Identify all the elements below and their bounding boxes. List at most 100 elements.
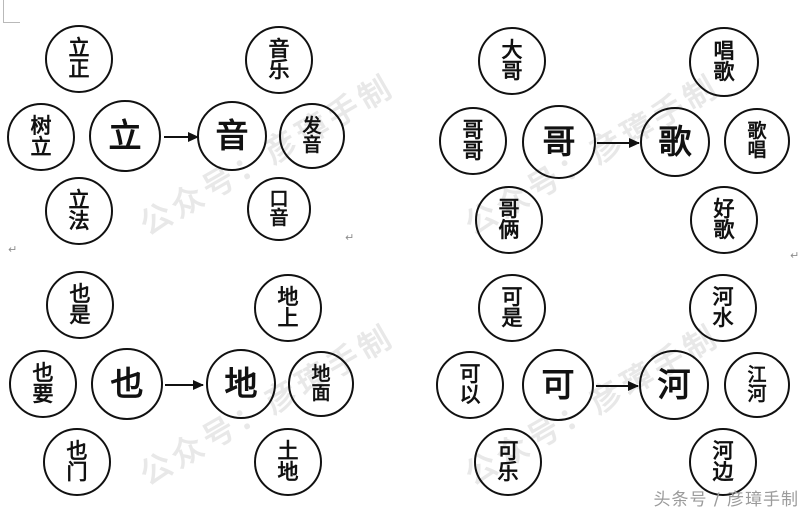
word-circle-label: 河: [658, 368, 691, 402]
word-circle-label: 立: [109, 119, 142, 153]
word-circle-target-satellite-2-0[interactable]: 地上: [254, 274, 322, 342]
word-circle-target-satellite-1-2[interactable]: 好歌: [690, 186, 758, 254]
word-circle-label: 哥哥: [462, 117, 484, 163]
glyph: 是: [501, 306, 523, 330]
glyph: 口: [269, 187, 289, 210]
glyph: 门: [66, 460, 88, 484]
word-circle-label: 唱歌: [713, 40, 735, 84]
word-circle-target-1[interactable]: 歌: [640, 107, 710, 177]
glyph: 河: [657, 365, 691, 405]
word-circle-label: 大哥: [502, 39, 523, 83]
word-circle-label: 也是: [69, 281, 91, 327]
glyph: 面: [311, 382, 331, 404]
word-circle-label: 立法: [68, 189, 90, 233]
glyph: 上: [277, 306, 299, 330]
word-circle-label: 土地: [277, 440, 299, 484]
glyph: 也: [69, 281, 91, 306]
word-circle-target-satellite-3-2[interactable]: 河边: [689, 428, 757, 496]
glyph: 地: [277, 460, 299, 484]
glyph: 歌: [713, 60, 735, 84]
word-circle-target-satellite-2-1[interactable]: 地面: [288, 351, 354, 417]
word-circle-source-satellite-2-2[interactable]: 也门: [43, 428, 111, 496]
word-circle-source-satellite-3-1[interactable]: 可以: [436, 351, 504, 419]
glyph: 是: [69, 303, 91, 327]
word-circle-source-satellite-3-0[interactable]: 可是: [478, 274, 546, 342]
word-circle-label: 可是: [501, 286, 523, 330]
glyph: 也: [110, 364, 144, 404]
word-circle-target-3[interactable]: 河: [639, 350, 709, 420]
word-circle-label: 地上: [277, 284, 299, 330]
word-circle-label: 哥俩: [499, 198, 520, 242]
word-circle-source-2[interactable]: 也: [91, 348, 163, 420]
word-circle-target-satellite-0-1[interactable]: 发音: [279, 103, 345, 169]
word-circle-label: 可: [542, 368, 575, 402]
word-circle-target-0[interactable]: 音: [197, 101, 267, 171]
word-circle-label: 地: [225, 367, 258, 401]
word-circle-source-satellite-0-0[interactable]: 立正: [45, 25, 113, 93]
word-circle-target-satellite-1-1[interactable]: 歌唱: [724, 108, 790, 174]
glyph: 歌: [658, 122, 692, 162]
word-circle-label: 也要: [33, 362, 54, 406]
glyph: 河: [712, 284, 734, 309]
arrow-group-ge-ge: [597, 138, 640, 148]
glyph: 正: [68, 57, 90, 81]
word-circle-label: 立正: [68, 35, 90, 81]
word-circle-source-satellite-1-2[interactable]: 哥俩: [475, 186, 543, 254]
word-circle-source-satellite-1-1[interactable]: 哥哥: [439, 107, 507, 175]
word-circle-label: 地面: [311, 362, 331, 404]
glyph: 可: [541, 365, 575, 405]
word-circle-source-satellite-0-1[interactable]: 树立: [7, 103, 75, 171]
glyph: 立: [30, 135, 52, 159]
word-circle-source-0[interactable]: 立: [89, 100, 161, 172]
word-circle-label: 江河: [747, 365, 766, 405]
paragraph-return-mark: ↵: [8, 243, 18, 256]
glyph: 音: [215, 116, 249, 156]
glyph: 地: [311, 362, 331, 385]
glyph: 可: [497, 438, 519, 463]
word-circle-target-satellite-3-0[interactable]: 河水: [689, 274, 757, 342]
glyph: 立: [68, 35, 90, 60]
word-circle-source-3[interactable]: 可: [522, 349, 594, 421]
word-circle-label: 口音: [269, 187, 289, 229]
glyph: 乐: [497, 460, 519, 484]
word-circle-label: 音乐: [269, 38, 290, 82]
glyph: 水: [712, 306, 734, 330]
word-circle-source-satellite-2-0[interactable]: 也是: [46, 271, 114, 339]
glyph: 以: [459, 383, 481, 407]
glyph: 音: [302, 134, 322, 156]
word-circle-label: 发音: [302, 116, 322, 156]
word-circle-label: 好歌: [714, 198, 735, 242]
paragraph-return-mark: ↵: [345, 231, 355, 244]
glyph: 哥: [462, 139, 484, 163]
glyph: 边: [712, 460, 734, 484]
word-circle-label: 音: [216, 119, 249, 153]
glyph: 地: [277, 284, 299, 309]
word-circle-label: 歌唱: [747, 119, 767, 161]
word-circle-target-satellite-2-2[interactable]: 土地: [254, 428, 322, 496]
word-circle-target-satellite-0-2[interactable]: 口音: [247, 177, 311, 241]
word-circle-label: 河边: [712, 440, 734, 484]
word-circle-target-satellite-0-0[interactable]: 音乐: [245, 26, 313, 94]
word-circle-source-satellite-2-1[interactable]: 也要: [9, 350, 77, 418]
word-circle-source-satellite-1-0[interactable]: 大哥: [478, 27, 546, 95]
word-circle-label: 可乐: [497, 438, 519, 484]
word-circle-target-satellite-3-1[interactable]: 江河: [724, 352, 790, 418]
credit-text: 头条号 / 彦璋手制: [653, 490, 799, 510]
glyph: 歌: [747, 119, 767, 142]
glyph: 法: [68, 209, 90, 233]
word-circle-source-1[interactable]: 哥: [522, 105, 596, 179]
arrow-group-ye-di: [165, 380, 204, 390]
word-circle-source-satellite-3-2[interactable]: 可乐: [474, 428, 542, 496]
word-circle-label: 哥: [543, 125, 576, 159]
arrow-group-li-yin: [164, 132, 199, 142]
arrow-group-ke-he: [596, 381, 639, 391]
glyph: 也: [66, 438, 88, 463]
word-circle-target-satellite-1-0[interactable]: 唱歌: [689, 27, 759, 97]
glyph: 哥: [542, 122, 576, 162]
glyph: 哥: [462, 117, 484, 142]
word-circle-target-2[interactable]: 地: [206, 349, 276, 419]
word-circle-label: 也门: [66, 438, 88, 484]
word-circle-source-satellite-0-2[interactable]: 立法: [45, 177, 113, 245]
